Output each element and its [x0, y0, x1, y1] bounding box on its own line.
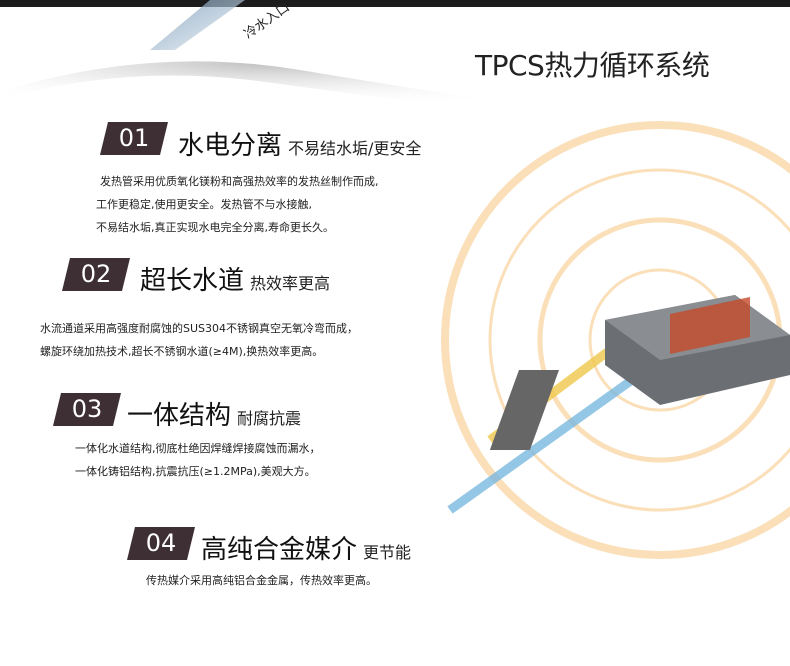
feature-subtitle: 耐腐抗震 [237, 409, 302, 428]
feature-subtitle: 热效率更高 [250, 274, 331, 293]
feature-description: 水流通道采用高强度耐腐蚀的SUS304不锈钢真空无氧冷弯而成， 螺旋环绕加热技术… [40, 317, 358, 363]
description-line: 螺旋环绕加热技术,超长不锈钢水道(≥4M),换热效率更高。 [40, 345, 324, 358]
feature-description: 一体化水道结构,彻底杜绝因焊缝焊接腐蚀而漏水， 一体化铸铝结构,抗震抗压(≥1.… [75, 437, 321, 483]
feature-title: 超长水道 [140, 266, 245, 296]
description-line: 工作更稳定,使用更安全。发热管不与水接触, [96, 198, 312, 211]
feature-heading: 一体结构耐腐抗震 [127, 395, 301, 432]
feature-number-badge: 03 [53, 393, 121, 426]
feature-heading: 超长水道热效率更高 [140, 260, 330, 297]
description-line: 传热媒介采用高纯铝合金金属，传热效率更高。 [146, 574, 377, 587]
feature-heading: 高纯合金媒介更节能 [201, 529, 411, 566]
description-line: 水流通道采用高强度耐腐蚀的SUS304不锈钢真空无氧冷弯而成， [40, 322, 359, 335]
feature-number-badge: 02 [62, 258, 130, 291]
feature-title: 水电分离 [178, 131, 283, 161]
feature-title: 高纯合金媒介 [201, 535, 358, 565]
feature-subtitle: 不易结水垢/更安全 [288, 139, 422, 158]
product-image [441, 121, 790, 559]
description-line: 不易结水垢,真正实现水电完全分离,寿命更长久。 [96, 221, 334, 234]
top-bar [0, 0, 790, 7]
description-line: 一体化铸铝结构,抗震抗压(≥1.2MPa),美观大方。 [75, 465, 316, 478]
description-line: 发热管采用优质氧化镁粉和高强热效率的发热丝制作而成, [100, 175, 379, 188]
feature-heading: 水电分离不易结水垢/更安全 [178, 125, 421, 162]
feature-number-badge: 04 [127, 527, 195, 560]
decorative-wave [0, 0, 550, 120]
feature-number-badge: 01 [100, 122, 168, 155]
feature-description: 发热管采用优质氧化镁粉和高强热效率的发热丝制作而成, 工作更稳定,使用更安全。发… [96, 170, 379, 239]
feature-subtitle: 更节能 [363, 543, 412, 562]
page-title: TPCS热力循环系统 [475, 49, 710, 82]
feature-description: 传热媒介采用高纯铝合金金属，传热效率更高。 [146, 569, 377, 592]
feature-title: 一体结构 [127, 401, 232, 431]
description-line: 一体化水道结构,彻底杜绝因焊缝焊接腐蚀而漏水， [75, 442, 321, 455]
